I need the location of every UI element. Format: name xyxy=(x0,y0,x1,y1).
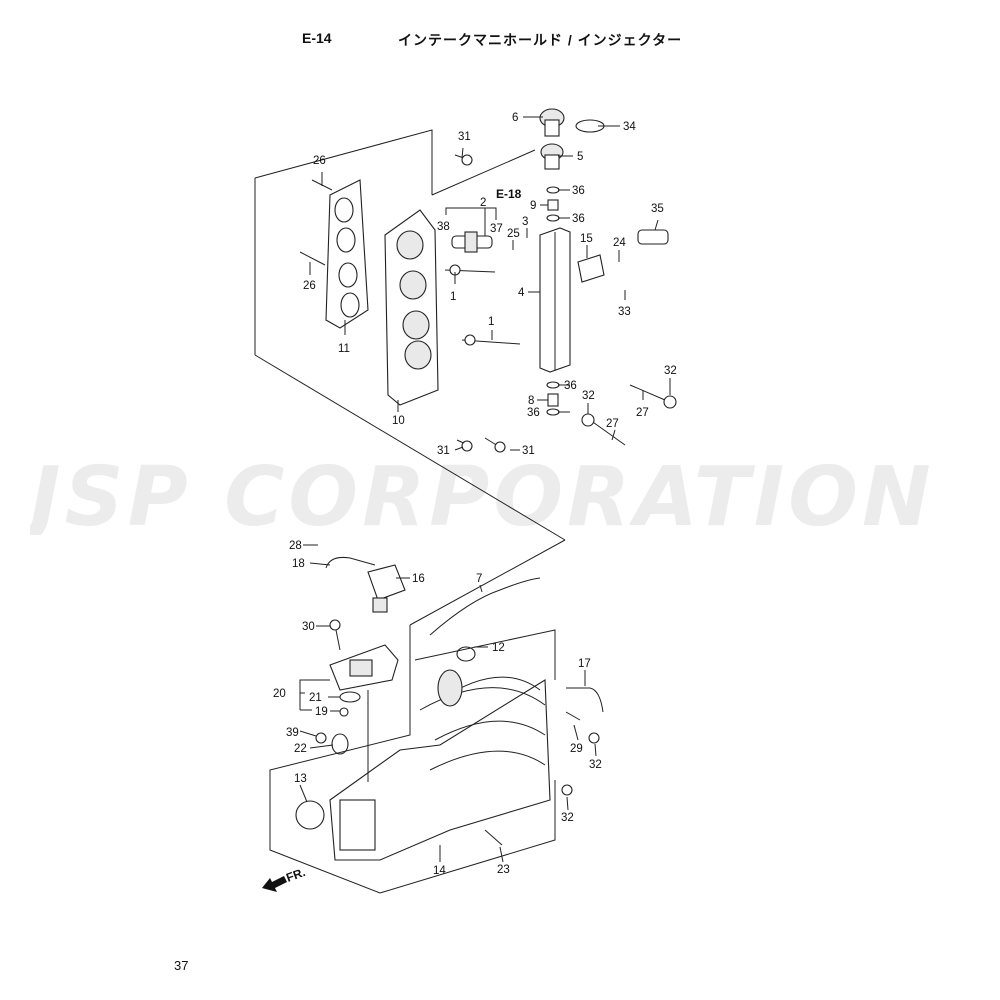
callout-label: 18 xyxy=(292,558,305,570)
front-arrow: FR. xyxy=(262,865,307,892)
callout-label: 26 xyxy=(303,280,316,292)
callout-label: 27 xyxy=(606,418,619,430)
intake-plate xyxy=(384,209,439,406)
callout-label: 33 xyxy=(618,306,631,318)
callout-label: 4 xyxy=(518,287,525,299)
callout-label: 38 xyxy=(437,221,450,233)
callout-label: 8 xyxy=(528,395,534,407)
bolt-31 xyxy=(454,154,506,453)
callout-label: 5 xyxy=(577,151,583,163)
callout-label: 3 xyxy=(522,216,528,228)
callout-label: 32 xyxy=(561,812,574,824)
callout-label: 6 xyxy=(512,112,518,124)
callout-label: 31 xyxy=(437,445,450,457)
callout-label: 2 xyxy=(480,197,486,209)
callout-label: 12 xyxy=(492,642,505,654)
rail-bracket xyxy=(577,229,669,283)
callout-label: 37 xyxy=(490,223,503,235)
stud-27 xyxy=(581,384,677,446)
callout-label: 15 xyxy=(580,233,593,245)
solenoid-assembly xyxy=(329,644,399,691)
callout-label: 30 xyxy=(302,621,315,633)
callout-label: 27 xyxy=(636,407,649,419)
callout-label: 31 xyxy=(458,131,471,143)
callout-label: 39 xyxy=(286,727,299,739)
iac-valve xyxy=(367,564,406,613)
callout-label: 32 xyxy=(664,365,677,377)
callout-label: 21 xyxy=(309,692,322,704)
callout-label: 19 xyxy=(315,706,328,718)
callout-label: 31 xyxy=(522,445,535,457)
callout-label: 1 xyxy=(450,291,456,303)
intake-gasket xyxy=(325,179,369,329)
callout-label: 14 xyxy=(433,865,446,877)
callout-label: 16 xyxy=(412,573,425,585)
callout-label: 13 xyxy=(294,773,307,785)
bolt-1 xyxy=(444,264,521,346)
callout-label: 17 xyxy=(578,658,591,670)
callout-label: 32 xyxy=(582,390,595,402)
callout-label: 11 xyxy=(338,343,350,355)
ref-e18: E-18 xyxy=(496,187,522,201)
callout-label: 28 xyxy=(289,540,302,552)
callout-label: 36 xyxy=(572,213,585,225)
callout-label: 36 xyxy=(527,407,540,419)
page-number: 37 xyxy=(174,958,189,973)
callout-label: 20 xyxy=(273,688,286,700)
diagram-code: E-14 xyxy=(302,30,332,46)
intake-manifold xyxy=(329,669,551,861)
callout-label: 23 xyxy=(497,864,510,876)
callout-label: 36 xyxy=(572,185,585,197)
callout-label: 9 xyxy=(530,200,536,212)
stud-26 xyxy=(299,179,333,266)
callout-label: 10 xyxy=(392,415,405,427)
callout-label: 25 xyxy=(507,228,520,240)
callout-label: 34 xyxy=(623,121,636,133)
callout-label: 24 xyxy=(613,237,626,249)
leader-lines xyxy=(299,116,671,863)
fuel-rail xyxy=(539,227,571,373)
callout-label: 22 xyxy=(294,743,307,755)
callout-label: 29 xyxy=(570,743,583,755)
injector xyxy=(451,231,493,253)
callout-label: 32 xyxy=(589,759,602,771)
pressure-regulator xyxy=(539,108,565,170)
callout-label: 1 xyxy=(488,316,494,328)
callout-labels: 1 1 2 3 4 5 6 7 8 9 10 11 12 13 14 15 16… xyxy=(273,112,677,877)
callout-label: 35 xyxy=(651,203,664,215)
front-label: FR. xyxy=(284,865,307,885)
callout-label: 7 xyxy=(476,573,482,585)
diagram-title: インテークマニホールド / インジェクター xyxy=(398,32,683,48)
callout-label: 36 xyxy=(564,380,577,392)
callout-label: 26 xyxy=(313,155,326,167)
